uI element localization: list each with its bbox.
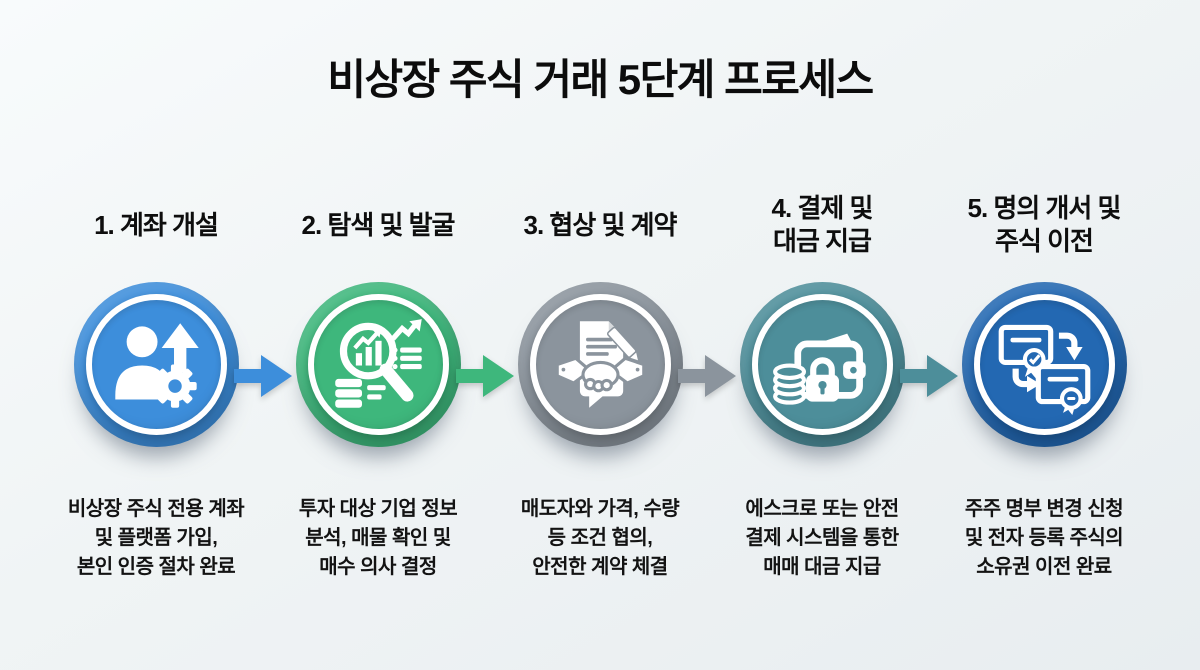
step-5-desc-line2: 및 전자 등록 주식의 <box>964 527 1124 549</box>
step-2-description: 투자 대상 기업 정보 분석, 매물 확인 및 매수 의사 결정 <box>298 495 458 582</box>
certificate-transfer-icon <box>998 324 1090 415</box>
step-1-circle <box>73 282 292 447</box>
step-1-desc-line2: 및 플랫폼 가입, <box>94 527 218 549</box>
step-1-title-line1: 1. 계좌 개설 <box>94 209 219 240</box>
step-2-title-line1: 2. 탐색 및 발굴 <box>301 209 456 240</box>
step-5-ring <box>973 294 1115 435</box>
step-3-column: 3. 협상 및 계약 <box>489 189 736 582</box>
step-4-description: 에스크로 또는 안전 결제 시스템을 통한 매매 대금 지급 <box>745 495 899 582</box>
step-3-desc-line3: 안전한 계약 체결 <box>532 556 668 578</box>
step-1-description: 비상장 주식 전용 계좌 및 플랫폼 가입, 본인 인증 절차 완료 <box>67 495 245 582</box>
process-row: 1. 계좌 개설 <box>0 189 1200 582</box>
step-5-desc-line3: 소유권 이전 완료 <box>976 556 1112 578</box>
step-3-desc-line2: 등 조건 협의, <box>547 527 653 549</box>
step-3-desc-line1: 매도자와 가격, 수량 <box>520 498 680 520</box>
step-4-disc <box>739 282 905 447</box>
step-4-desc-line2: 결제 시스템을 통한 <box>745 527 899 549</box>
page-title: 비상장 주식 거래 5단계 프로세스 <box>327 56 874 103</box>
step-3-title: 3. 협상 및 계약 <box>489 189 711 261</box>
wallet-payment-icon <box>772 333 866 405</box>
step-2-desc-line1: 투자 대상 기업 정보 <box>298 498 458 520</box>
step-2-circle <box>295 282 514 447</box>
step-2-desc-line3: 매수 의사 결정 <box>319 556 437 578</box>
arrow-1-2-icon <box>233 354 292 397</box>
step-1-ring <box>85 294 227 435</box>
account-user-gear-icon <box>114 323 199 408</box>
step-4-title-line2: 대금 지급 <box>773 226 872 256</box>
step-5-circle <box>961 282 1127 447</box>
step-1-column: 1. 계좌 개설 <box>45 189 292 582</box>
step-5-title-line1: 5. 명의 개서 및 <box>967 193 1122 223</box>
step-4-circle <box>739 282 958 447</box>
step-3-disc <box>517 282 683 447</box>
search-analysis-icon <box>334 319 422 408</box>
step-4-ring <box>751 294 893 435</box>
step-4-title-line1: 4. 결제 및 <box>771 193 874 223</box>
step-2-column: 2. 탐색 및 발굴 <box>267 189 514 582</box>
step-1-title: 1. 계좌 개설 <box>45 189 267 261</box>
step-3-title-line1: 3. 협상 및 계약 <box>523 209 678 240</box>
step-5-desc-line1: 주주 명부 변경 신청 <box>964 498 1124 520</box>
step-4-column: 4. 결제 및 대금 지급 <box>711 189 958 582</box>
step-4-desc-line3: 매매 대금 지급 <box>763 556 881 578</box>
step-5-title: 5. 명의 개서 및 주식 이전 <box>933 189 1155 261</box>
arrow-4-5-icon <box>899 354 958 397</box>
step-3-description: 매도자와 가격, 수량 등 조건 협의, 안전한 계약 체결 <box>520 495 680 582</box>
step-1-desc-line3: 본인 인증 절차 완료 <box>76 556 236 578</box>
step-2-desc-line2: 분석, 매물 확인 및 <box>305 527 451 549</box>
step-2-ring <box>307 294 449 435</box>
step-3-ring <box>529 294 671 435</box>
step-1-desc-line1: 비상장 주식 전용 계좌 <box>67 498 245 520</box>
step-3-circle <box>517 282 736 447</box>
step-5-disc <box>961 282 1127 447</box>
step-5-description: 주주 명부 변경 신청 및 전자 등록 주식의 소유권 이전 완료 <box>964 495 1124 582</box>
contract-handshake-icon <box>555 321 645 408</box>
step-4-desc-line1: 에스크로 또는 안전 <box>745 498 899 520</box>
step-5-column: 5. 명의 개서 및 주식 이전 <box>933 189 1155 582</box>
step-2-title: 2. 탐색 및 발굴 <box>267 189 489 261</box>
arrow-3-4-icon <box>677 354 736 397</box>
arrow-2-3-icon <box>455 354 514 397</box>
step-5-title-line2: 주식 이전 <box>995 226 1094 256</box>
step-1-disc <box>73 282 239 447</box>
step-4-title: 4. 결제 및 대금 지급 <box>711 189 933 261</box>
step-2-disc <box>295 282 461 447</box>
